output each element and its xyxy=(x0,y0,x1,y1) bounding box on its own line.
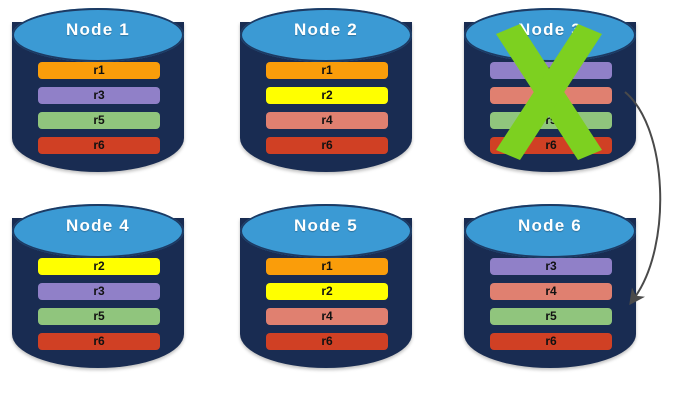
node-3[interactable]: Node 3 r3 r4 r5 r6 xyxy=(452,0,648,185)
record-bar[interactable]: r5 xyxy=(490,308,612,325)
record-bar[interactable]: r2 xyxy=(38,258,160,275)
node-6[interactable]: Node 6 r3 r4 r5 r6 xyxy=(452,196,648,381)
node-1[interactable]: Node 1 r1 r3 r5 r6 xyxy=(0,0,196,185)
record-bar[interactable]: r3 xyxy=(490,258,612,275)
node-label: Node 6 xyxy=(518,216,582,235)
record-bar[interactable]: r6 xyxy=(490,137,612,154)
record-bar[interactable]: r2 xyxy=(266,87,388,104)
record-bar[interactable]: r2 xyxy=(266,283,388,300)
record-list: r3 r4 r5 r6 xyxy=(490,62,612,154)
cylinder-top-ellipse xyxy=(464,204,636,258)
record-bar[interactable]: r1 xyxy=(266,258,388,275)
record-list: r1 r2 r4 r6 xyxy=(266,62,388,154)
node-label: Node 4 xyxy=(66,216,130,235)
record-list: r1 r3 r5 r6 xyxy=(38,62,160,154)
node-label: Node 2 xyxy=(294,20,358,39)
node-4[interactable]: Node 4 r2 r3 r5 r6 xyxy=(0,196,196,381)
record-bar[interactable]: r6 xyxy=(266,333,388,350)
node-label: Node 3 xyxy=(518,20,582,39)
record-list: r2 r3 r5 r6 xyxy=(38,258,160,350)
record-bar[interactable]: r6 xyxy=(266,137,388,154)
cylinder-top-ellipse xyxy=(240,8,412,62)
record-bar[interactable]: r1 xyxy=(266,62,388,79)
record-bar[interactable]: r5 xyxy=(38,112,160,129)
record-bar[interactable]: r6 xyxy=(490,333,612,350)
record-bar[interactable]: r6 xyxy=(38,333,160,350)
record-bar[interactable]: r4 xyxy=(490,283,612,300)
cylinder-top-ellipse xyxy=(12,204,184,258)
cylinder-top-ellipse xyxy=(12,8,184,62)
record-bar[interactable]: r4 xyxy=(266,308,388,325)
node-2[interactable]: Node 2 r1 r2 r4 r6 xyxy=(228,0,424,185)
record-bar[interactable]: r6 xyxy=(38,137,160,154)
record-list: r3 r4 r5 r6 xyxy=(490,258,612,350)
record-bar[interactable]: r3 xyxy=(38,87,160,104)
record-bar[interactable]: r4 xyxy=(490,87,612,104)
node-label: Node 1 xyxy=(66,20,130,39)
record-bar[interactable]: r4 xyxy=(266,112,388,129)
record-bar[interactable]: r5 xyxy=(38,308,160,325)
record-bar[interactable]: r3 xyxy=(38,283,160,300)
cylinder-top-ellipse xyxy=(240,204,412,258)
node-label: Node 5 xyxy=(294,216,358,235)
record-list: r1 r2 r4 r6 xyxy=(266,258,388,350)
record-bar[interactable]: r3 xyxy=(490,62,612,79)
record-bar[interactable]: r1 xyxy=(38,62,160,79)
record-bar[interactable]: r5 xyxy=(490,112,612,129)
node-5[interactable]: Node 5 r1 r2 r4 r6 xyxy=(228,196,424,381)
